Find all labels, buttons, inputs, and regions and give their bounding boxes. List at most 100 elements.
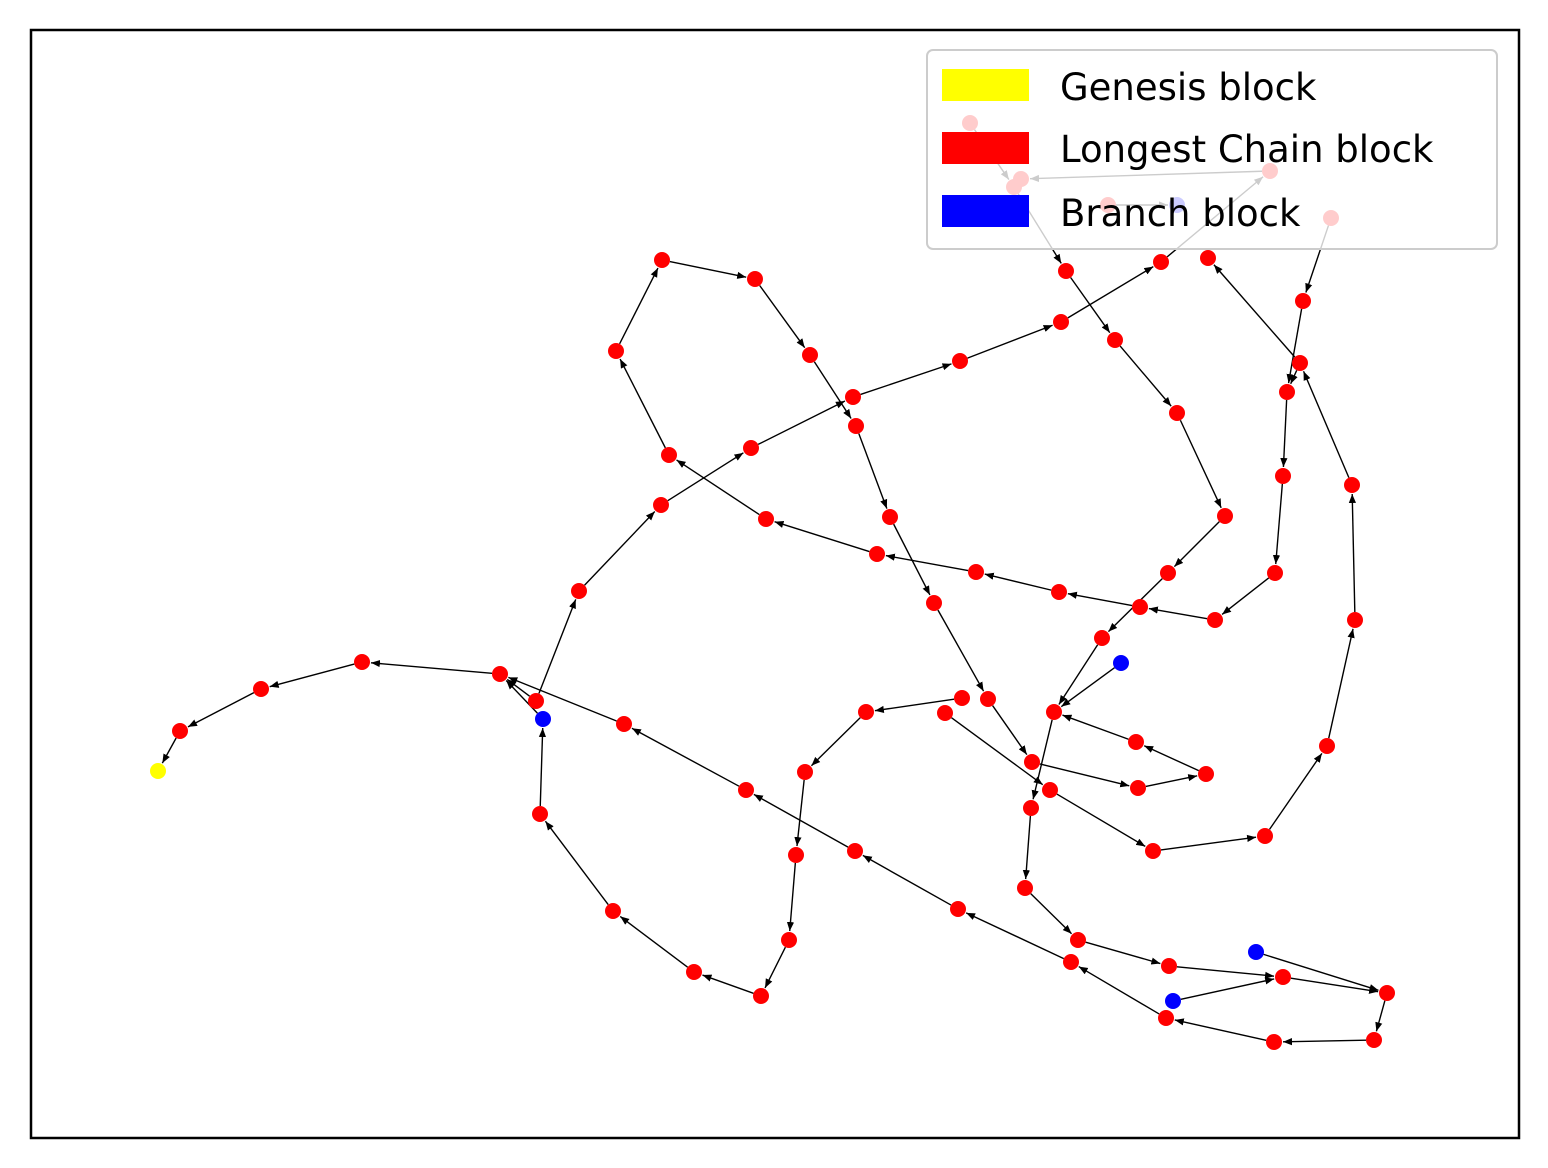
- longest-chain-block-node: [1344, 477, 1360, 493]
- longest-chain-block-node: [172, 723, 188, 739]
- edge-arrow: [1375, 1000, 1386, 1032]
- edge-arrow: [1302, 371, 1350, 478]
- longest-chain-block-node: [1046, 704, 1062, 720]
- edge-arrow: [1160, 834, 1257, 851]
- edge-arrow: [1213, 264, 1296, 358]
- legend-swatch-branch: [942, 195, 1029, 227]
- longest-chain-block-node: [528, 693, 544, 709]
- longest-chain-block-node: [1053, 314, 1069, 330]
- edge-arrow: [858, 433, 888, 509]
- longest-chain-block-node: [1366, 1032, 1382, 1048]
- longest-chain-block-node: [1292, 355, 1308, 371]
- longest-chain-block-node: [926, 595, 942, 611]
- longest-chain-block-node: [1153, 254, 1169, 270]
- longest-chain-block-node: [1058, 263, 1074, 279]
- longest-chain-block-node: [954, 690, 970, 706]
- edge-arrow: [619, 915, 689, 968]
- edge-arrow: [786, 862, 797, 932]
- longest-chain-block-node: [1161, 958, 1177, 974]
- longest-chain-block-node: [1107, 332, 1123, 348]
- longest-chain-block-node: [738, 782, 754, 798]
- longest-chain-block-node: [1275, 969, 1291, 985]
- edge-arrow: [813, 361, 852, 419]
- longest-chain-block-node: [653, 497, 669, 513]
- edge-arrow: [1067, 266, 1154, 319]
- edge-arrow: [619, 358, 666, 449]
- edge-arrow: [1268, 753, 1323, 830]
- edge-arrow: [1173, 521, 1220, 568]
- longest-chain-block-node: [937, 705, 953, 721]
- edge-arrow: [1031, 719, 1053, 800]
- longest-chain-block-node: [845, 389, 861, 405]
- legend-swatch-genesis: [942, 69, 1029, 101]
- edge-arrow: [1062, 714, 1129, 740]
- edge-arrow: [544, 820, 609, 906]
- longest-chain-block-node: [1160, 565, 1176, 581]
- longest-chain-block-node: [1017, 880, 1033, 896]
- edge-arrow: [774, 520, 870, 553]
- longest-chain-block-node: [1070, 932, 1086, 948]
- edge-arrow: [967, 324, 1053, 359]
- longest-chain-block-node: [1051, 584, 1067, 600]
- genesis-block-node: [150, 763, 166, 779]
- edge-arrow: [965, 912, 1065, 960]
- longest-chain-block-node: [571, 583, 587, 599]
- longest-chain-block-node: [980, 691, 996, 707]
- longest-chain-block-node: [950, 901, 966, 917]
- longest-chain-block-node: [616, 716, 632, 732]
- edge-arrow: [759, 285, 806, 349]
- edge-arrow: [885, 553, 969, 572]
- longest-chain-block-node: [1169, 405, 1185, 421]
- longest-chain-block-node: [1132, 599, 1148, 615]
- edge-arrow: [1119, 345, 1172, 407]
- edge-arrow: [1263, 953, 1379, 992]
- longest-chain-block-node: [952, 353, 968, 369]
- longest-chain-block-node: [1217, 508, 1233, 524]
- longest-chain-block-node: [354, 654, 370, 670]
- longest-chain-block-node: [1295, 293, 1311, 309]
- edge-arrow: [508, 676, 617, 722]
- legend-swatch-longest-chain: [942, 132, 1029, 164]
- edge-arrow: [984, 572, 1052, 591]
- longest-chain-block-node: [1379, 985, 1395, 1001]
- edge-arrow: [753, 793, 849, 848]
- longest-chain-block-node: [1145, 843, 1161, 859]
- edge-arrow: [187, 692, 255, 728]
- longest-chain-block-node: [253, 681, 269, 697]
- edge-arrow: [161, 737, 177, 764]
- legend-label-longest-chain: Longest Chain block: [1060, 128, 1434, 171]
- edge-arrow: [631, 727, 740, 787]
- edge-arrow: [860, 363, 952, 396]
- longest-chain-block-node: [492, 666, 508, 682]
- legend-label-genesis: Genesis block: [1060, 66, 1317, 109]
- longest-chain-block-node: [1319, 738, 1335, 754]
- edge-arrow: [992, 705, 1028, 756]
- longest-chain-block-node: [847, 843, 863, 859]
- branch-block-node: [1113, 655, 1129, 671]
- branch-block-node: [535, 711, 551, 727]
- longest-chain-block-node: [781, 932, 797, 948]
- edge-arrow: [1056, 793, 1146, 848]
- edge-arrow: [862, 854, 952, 906]
- edge-arrow: [1085, 941, 1161, 965]
- longest-chain-block-node: [869, 546, 885, 562]
- edge-arrow: [1348, 493, 1356, 613]
- branch-block-node: [1165, 993, 1181, 1009]
- longest-chain-block-node: [1207, 612, 1223, 628]
- edge-arrow: [893, 523, 931, 596]
- longest-chain-block-node: [1130, 780, 1146, 796]
- edge-arrow: [1272, 483, 1284, 565]
- longest-chain-block-node: [968, 564, 984, 580]
- edge-arrow: [1070, 277, 1111, 334]
- edge-arrow: [669, 260, 747, 279]
- edge-arrow: [1280, 399, 1288, 468]
- longest-chain-block-node: [1279, 384, 1295, 400]
- edge-arrow: [702, 974, 754, 994]
- edge-arrow: [1145, 774, 1198, 788]
- edge-arrow: [1060, 667, 1115, 708]
- edge-arrow: [794, 779, 805, 847]
- longest-chain-block-node: [1347, 612, 1363, 628]
- edge-arrow: [764, 946, 787, 989]
- branch-block-node: [1248, 944, 1264, 960]
- edge-arrow: [1148, 606, 1208, 620]
